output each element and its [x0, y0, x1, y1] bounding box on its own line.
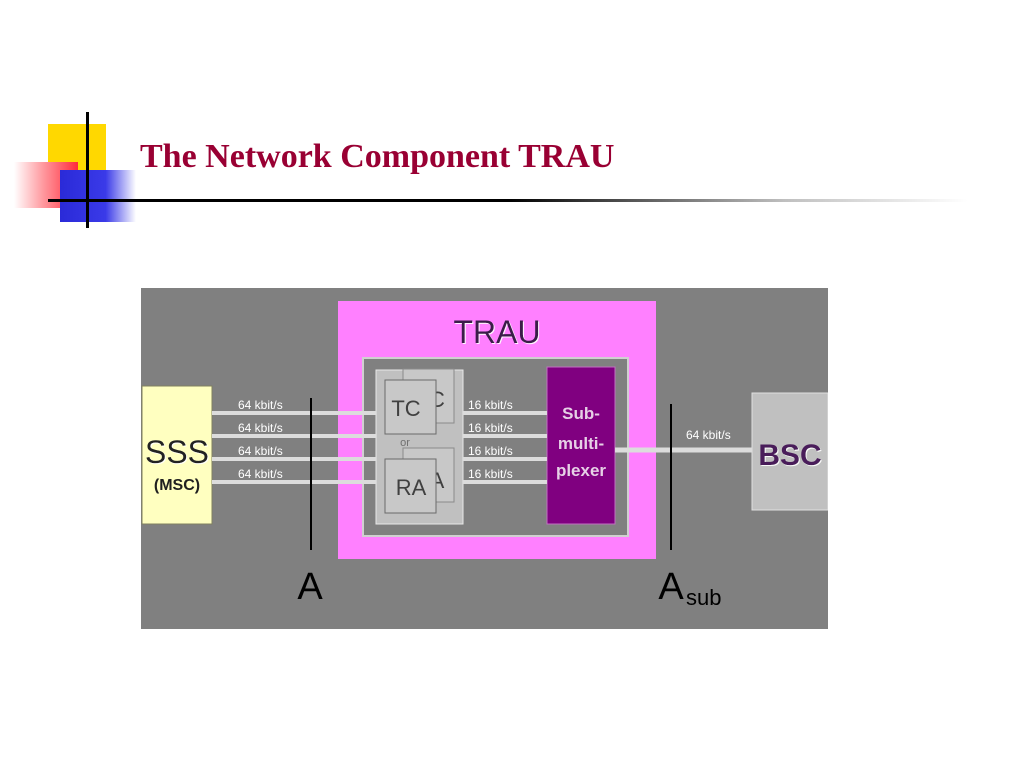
asub-interface-suffix: sub — [686, 585, 721, 610]
mid-rate-label: 16 kbit/s — [468, 467, 513, 481]
trau-diagram: TRAU C TC or A RA Sub- multi- plexer SSS… — [141, 288, 828, 629]
trau-label: TRAU — [453, 314, 540, 350]
tc-label: TC — [391, 396, 420, 421]
ra-label: RA — [396, 475, 427, 500]
left-rate-label: 64 kbit/s — [238, 467, 283, 481]
sss-sublabel: (MSC) — [154, 477, 200, 494]
bsc-box — [751, 392, 828, 511]
right-rate-label: 64 kbit/s — [686, 428, 731, 442]
mid-rate-label: 16 kbit/s — [468, 444, 513, 458]
mid-rate-label: 16 kbit/s — [468, 421, 513, 435]
multiplexer-box — [546, 366, 616, 525]
left-connection-lines — [212, 411, 376, 484]
ra-card — [384, 458, 437, 514]
decor-vertical-line — [86, 112, 89, 228]
or-label: or — [400, 437, 410, 449]
left-rate-label: 64 kbit/s — [238, 398, 283, 412]
multiplexer-line-3: plexer — [556, 461, 606, 480]
decor-blue-square — [60, 170, 136, 222]
mid-rate-label: 16 kbit/s — [468, 398, 513, 412]
title-underline — [48, 199, 968, 202]
multiplexer-line-1: Sub- — [562, 404, 600, 423]
sss-label: SSS — [145, 434, 209, 470]
multiplexer-line-2: multi- — [558, 434, 604, 453]
mid-connection-lines — [463, 411, 547, 484]
slide-title: The Network Component TRAU — [140, 138, 615, 175]
left-rate-label: 64 kbit/s — [238, 444, 283, 458]
tc-card — [384, 379, 437, 435]
a-interface-label: A — [297, 566, 323, 608]
left-rate-label: 64 kbit/s — [238, 421, 283, 435]
sss-box — [141, 385, 213, 525]
bsc-label: BSC — [758, 439, 821, 472]
asub-interface-label: A — [658, 566, 684, 608]
